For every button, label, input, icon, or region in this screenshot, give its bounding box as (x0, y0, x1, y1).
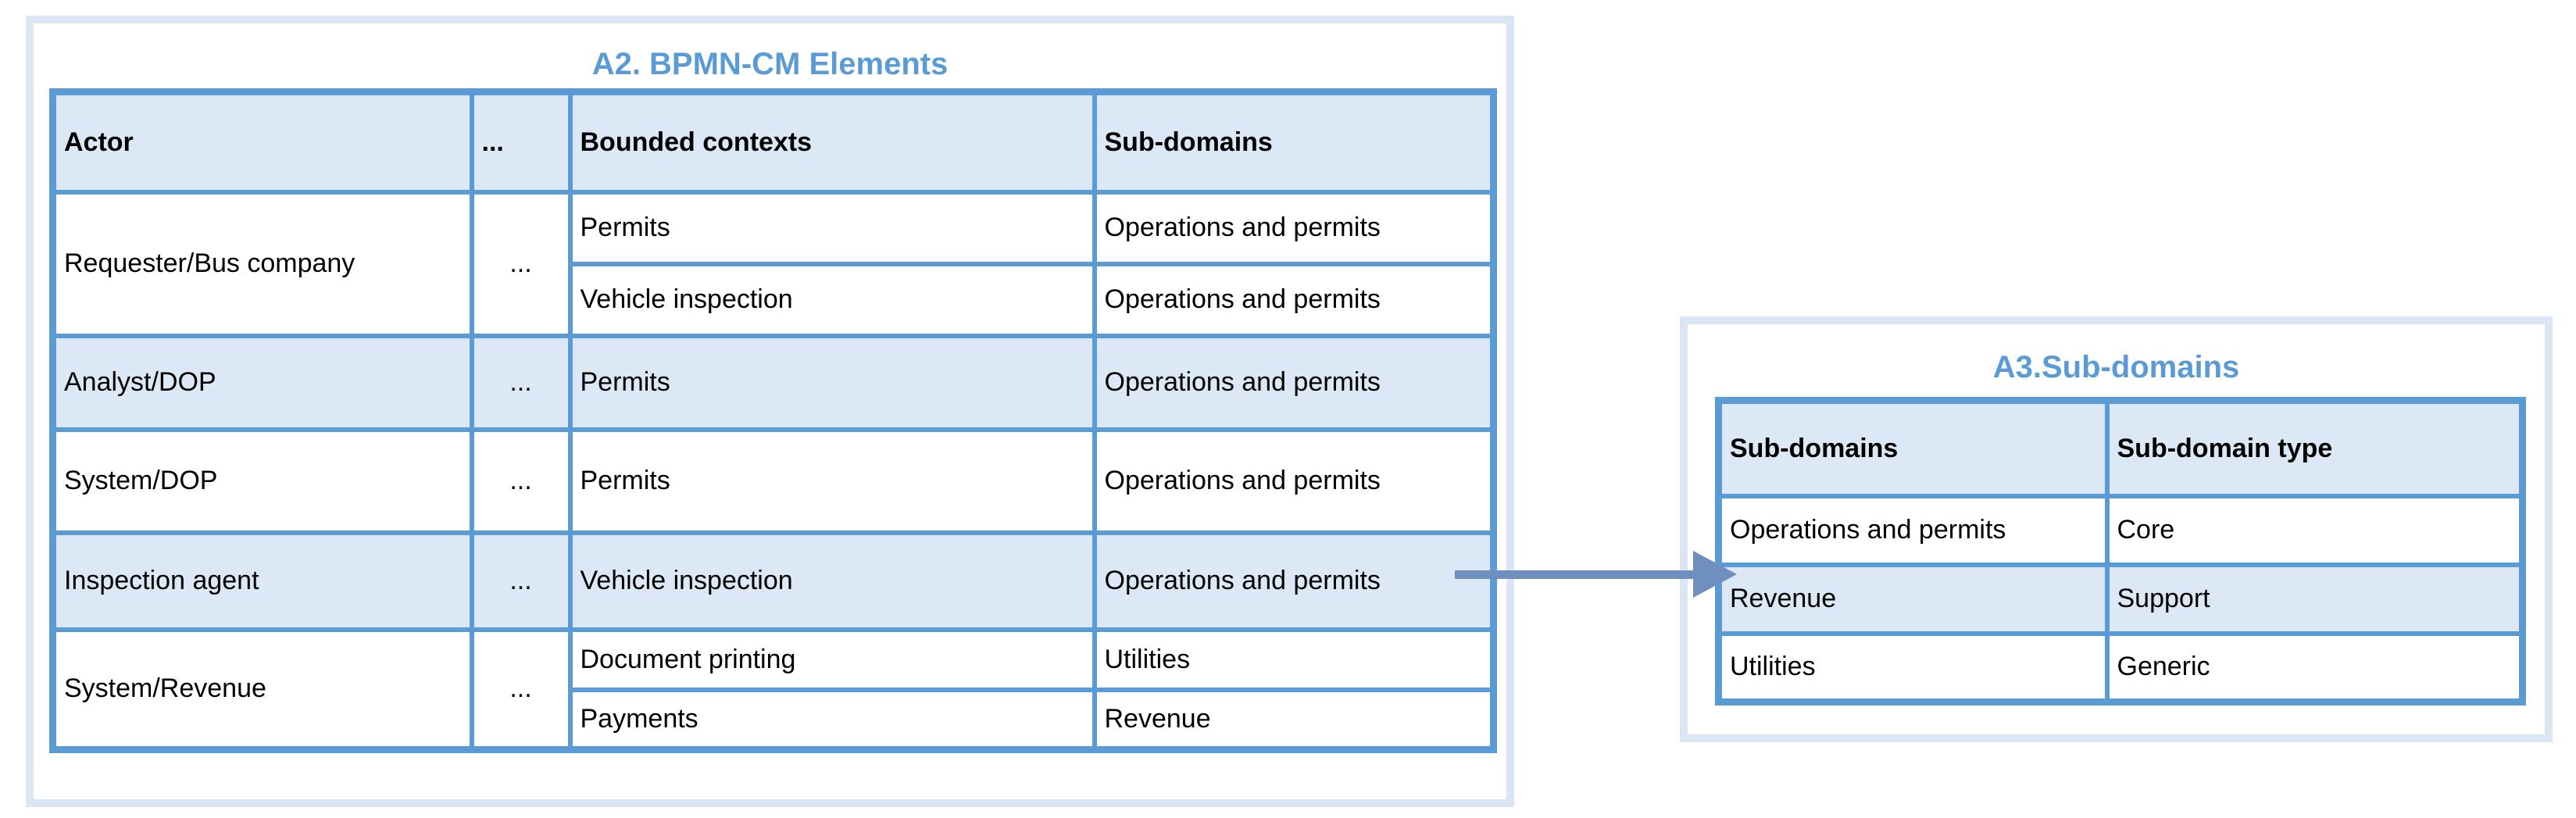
arrow-shaft (1455, 570, 1702, 579)
sub-domain-cell: Operations and permits (1716, 493, 2110, 567)
dots-cell: ... (469, 627, 573, 752)
actor-cell: System/Revenue (50, 627, 474, 752)
sub-domains-title: A3.Sub-domains (1992, 350, 2240, 384)
bounded-context-cell: Vehicle inspection (567, 530, 1097, 632)
dots-cell: ... (469, 427, 573, 535)
actor-cell: System/DOP (50, 427, 474, 535)
actor-cell: Inspection agent (50, 530, 474, 632)
table-row: Utilities Generic (1716, 630, 2525, 705)
dots-cell: ... (469, 530, 573, 632)
bounded-context-cell: Vehicle inspection (567, 261, 1097, 338)
sub-domain-cell: Utilities (1716, 630, 2110, 705)
table-row: Requester/Bus company ... Permits Operat… (50, 189, 1496, 338)
bounded-context-cell: Payments (567, 687, 1097, 752)
sub-domain-cell: Operations and permits (1091, 530, 1496, 632)
table-row: Inspection agent ... Vehicle inspection … (50, 530, 1496, 632)
table-row: System/DOP ... Permits Operations and pe… (50, 427, 1496, 535)
header-cell-actor: Actor (50, 89, 474, 195)
actor-cell: Analyst/DOP (50, 333, 474, 432)
table-row: Payments Revenue (53, 687, 1496, 752)
sub-domain-cell: Operations and permits (1091, 189, 1496, 266)
sub-domain-cell: Operations and permits (1091, 261, 1496, 338)
sub-domain-cell: Operations and permits (1091, 427, 1496, 535)
actor-cell: Requester/Bus company (50, 189, 474, 338)
header-cell-ellipsis: ... (469, 89, 573, 195)
header-row: Actor ... Bounded contexts Sub-domains (50, 89, 1496, 195)
bounded-context-cell: Permits (567, 333, 1097, 432)
bpmn-cm-elements-table: Actor ... Bounded contexts Sub-domains R… (49, 88, 1497, 753)
sub-domain-cell: Operations and permits (1091, 333, 1496, 432)
header-row: Sub-domains Sub-domain type (1716, 398, 2525, 498)
bpmn-cm-elements-panel: A2. BPMN-CM Elements Actor ... Bounded c… (26, 16, 1514, 807)
header-cell-sub-domain-type: Sub-domain type (2104, 398, 2525, 498)
sub-domain-type-cell: Generic (2104, 630, 2525, 705)
sub-domain-cell: Revenue (1716, 562, 2110, 636)
dots-cell: ... (469, 189, 573, 338)
bpmn-cm-elements-title: A2. BPMN-CM Elements (591, 47, 949, 81)
arrow-head-icon (1693, 551, 1737, 598)
bounded-context-cell: Document printing (567, 627, 1097, 692)
header-cell-sub-domains: Sub-domains (1091, 89, 1496, 195)
table-row: System/Revenue ... Document printing Uti… (50, 627, 1496, 752)
mapping-arrow (1455, 548, 1737, 600)
sub-domain-type-cell: Support (2104, 562, 2525, 636)
table-row: Operations and permits Core (1716, 493, 2525, 567)
sub-domain-cell: Revenue (1091, 687, 1496, 752)
sub-domain-type-cell: Core (2104, 493, 2525, 567)
table-row: Vehicle inspection Operations and permit… (53, 261, 1496, 338)
header-cell-bounded-contexts: Bounded contexts (567, 89, 1097, 195)
dots-cell: ... (469, 333, 573, 432)
sub-domains-table: Sub-domains Sub-domain type Operations a… (1715, 397, 2526, 705)
table-row: Analyst/DOP ... Permits Operations and p… (50, 333, 1496, 432)
bounded-context-cell: Permits (567, 189, 1097, 266)
sub-domains-panel: A3.Sub-domains Sub-domains Sub-domain ty… (1680, 316, 2553, 742)
table-row: Revenue Support (1716, 562, 2525, 636)
sub-domain-cell: Utilities (1091, 627, 1496, 692)
header-cell-sub-domains: Sub-domains (1716, 398, 2110, 498)
bounded-context-cell: Permits (567, 427, 1097, 535)
